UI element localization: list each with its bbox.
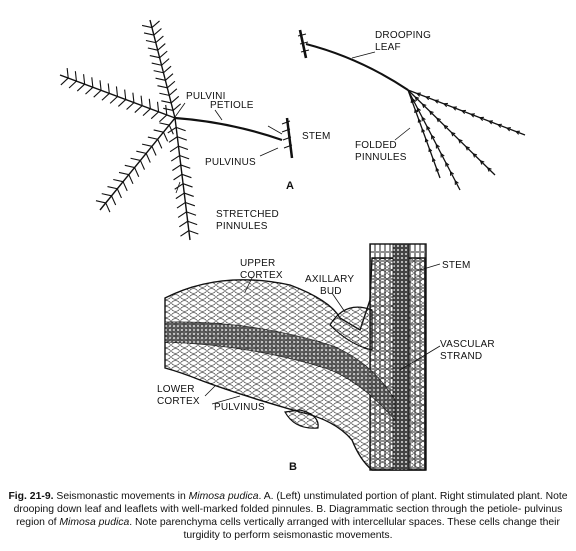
label-drooping-1: DROOPING <box>375 30 431 41</box>
label-folded-1: FOLDED <box>355 140 397 151</box>
folded-pinna-2 <box>407 89 496 176</box>
caption-text-3: . Note parenchyma cells vertically arran… <box>129 517 560 541</box>
pinna-down <box>167 117 199 241</box>
caption-text-1: Seismonastic movements in <box>53 491 189 502</box>
label-axillary-1: AXILLARY <box>305 274 354 285</box>
label-vascular-1: VASCULAR <box>440 339 495 350</box>
caption-text-2: . A. (Left) unstimulated portion of plan… <box>13 491 568 528</box>
stimulated-plant <box>297 29 526 191</box>
label-lower-2: CORTEX <box>157 396 200 407</box>
pinna-up <box>141 19 182 119</box>
petiole-pulvinus-section <box>164 243 427 471</box>
label-stem-a: STEM <box>302 131 331 142</box>
label-stretched-2: PINNULES <box>216 221 268 232</box>
panel-a-letter: A <box>286 180 294 192</box>
label-axillary-2: BUD <box>320 286 342 297</box>
label-upper-1: UPPER <box>240 258 275 269</box>
label-petiole: PETIOLE <box>210 100 254 111</box>
label-stem-b: STEM <box>442 260 471 271</box>
figure-caption: Fig. 21-9. Seismonastic movements in Mim… <box>6 490 570 542</box>
label-stretched-1: STRETCHED <box>216 209 279 220</box>
label-pulvini: PULVINI <box>186 91 226 102</box>
label-lower-1: LOWER <box>157 384 195 395</box>
pinna-down-left <box>95 117 176 213</box>
label-vascular-2: STRAND <box>440 351 482 362</box>
caption-species: Mimosa pudica <box>188 491 259 502</box>
unstimulated-plant <box>59 19 294 241</box>
label-upper-2: CORTEX <box>240 270 283 281</box>
folded-pinna-4 <box>407 89 441 179</box>
label-pulvinus-b: PULVINUS <box>214 402 265 413</box>
label-drooping-2: LEAF <box>375 42 401 53</box>
pinna-left <box>59 68 176 123</box>
panel-b-letter: B <box>289 461 297 473</box>
folded-pinna-1 <box>407 89 526 136</box>
label-folded-2: PINNULES <box>355 152 407 163</box>
caption-fig-number: Fig. 21-9. <box>8 491 54 502</box>
folded-pinna-3 <box>407 89 461 191</box>
label-pulvinus-a: PULVINUS <box>205 157 256 168</box>
caption-species-2: Mimosa pudica <box>59 517 130 528</box>
